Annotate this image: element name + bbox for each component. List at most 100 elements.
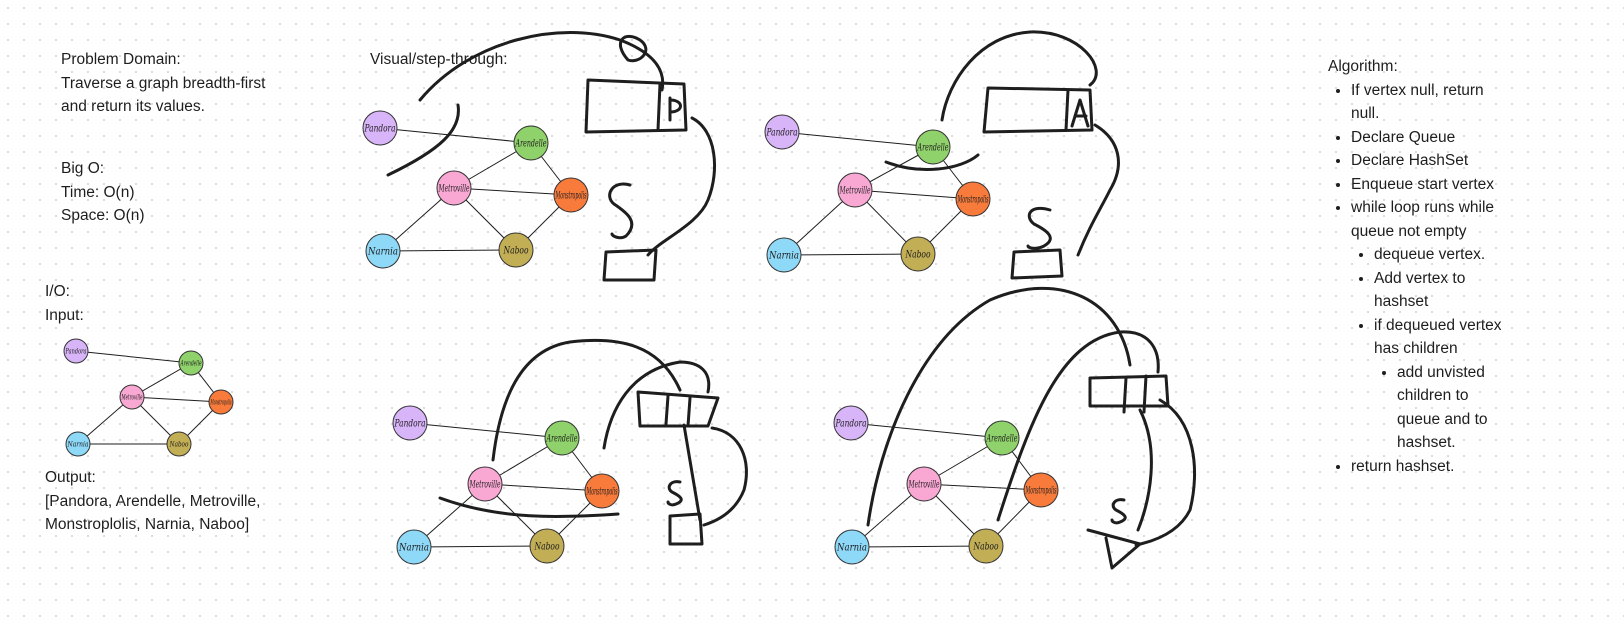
queue-box-stroke <box>982 86 1094 134</box>
algorithm-subsubsteps: add unvisted children to queue and to ha… <box>1374 361 1508 455</box>
output-line-1: [Pandora, Arendelle, Metroville, <box>45 492 261 510</box>
graph-node-label: Monstropolis <box>586 487 617 498</box>
algorithm-substep-text: if dequeued vertex has children <box>1374 316 1502 358</box>
pen-stroke <box>1136 408 1153 532</box>
graph-node-monstropolis <box>584 473 620 509</box>
algorithm-step: Declare Queue <box>1351 126 1508 150</box>
io-note: I/O: Input: <box>45 280 84 327</box>
graph-node-label: Monstropolis <box>1025 486 1056 497</box>
graph-node-metroville <box>906 466 942 502</box>
queue-divider-stroke <box>656 82 662 132</box>
pen-stroke <box>1076 123 1120 257</box>
pen-stroke <box>1134 398 1196 547</box>
graph-node-label: Arendelle <box>180 359 202 368</box>
algorithm-step: If vertex null, return null. <box>1351 79 1508 126</box>
graph-edge <box>923 483 1042 491</box>
graph-node-label: Narnia <box>398 543 429 554</box>
big-o-time: Time: O(n) <box>61 183 135 201</box>
graph-node-naboo <box>498 232 534 268</box>
step-graph-3: PandoraArendelleMetrovilleMonstropolisNa… <box>392 405 620 565</box>
graph-node-arendelle <box>984 420 1020 456</box>
graph-edge <box>413 545 548 548</box>
graph-edge <box>851 545 987 548</box>
graph-node-metroville <box>119 384 145 410</box>
graph-node-metroville <box>436 170 472 206</box>
graph-edge <box>409 422 563 439</box>
graph-edge <box>453 187 572 196</box>
graph-node-label: Metroville <box>469 480 501 491</box>
algorithm-steps: If vertex null, return null. Declare Que… <box>1328 79 1508 479</box>
input-label: Input: <box>45 306 84 324</box>
queue-divider-stroke <box>1122 374 1148 414</box>
graph-node-label: Naboo <box>905 250 931 261</box>
output-line-2: Monstroplolis, Narnia, Naboo] <box>45 516 250 533</box>
graph-node-monstropolis <box>553 177 589 213</box>
visual-step-through-heading: Visual/step-through: <box>370 48 508 72</box>
algorithm-note: Algorithm: If vertex null, return null. … <box>1328 55 1508 478</box>
step-graph-2: PandoraArendelleMetrovilleMonstropolisNa… <box>764 114 991 273</box>
pen-stroke <box>619 34 648 63</box>
graph-edge <box>850 422 1003 439</box>
graph-node-label: Pandora <box>766 128 798 139</box>
graph-node-pandora <box>392 405 428 441</box>
algorithm-step: Enqueue start vertex <box>1351 173 1508 197</box>
graph-node-label: Arendelle <box>515 139 547 150</box>
graph-node-label: Pandora <box>364 124 396 135</box>
pen-stroke <box>682 423 702 522</box>
pen-stroke <box>602 360 711 450</box>
graph-node-label: Metroville <box>121 393 143 402</box>
stack-box-stroke <box>1086 528 1142 570</box>
big-o-note: Big O: Time: O(n) Space: O(n) <box>61 157 145 228</box>
stack-marker-s <box>608 182 634 240</box>
stack-box-stroke <box>1010 248 1064 280</box>
graph-edge <box>854 189 974 200</box>
algorithm-step: while loop runs while queue not empty de… <box>1351 196 1508 455</box>
output-note: Output: [Pandora, Arendelle, Metroville,… <box>45 466 260 537</box>
graph-node-naboo <box>529 528 565 564</box>
pen-stroke <box>940 30 1098 122</box>
graph-node-label: Monstropolis <box>555 191 586 202</box>
problem-domain-note: Problem Domain: Traverse a graph breadth… <box>61 48 265 119</box>
graph-node-narnia <box>365 233 401 269</box>
output-label: Output: <box>45 469 96 486</box>
queue-divider-stroke <box>664 394 692 428</box>
algorithm-heading: Algorithm: <box>1328 58 1398 75</box>
input-graph: PandoraArendelleMetrovilleMonstropolisNa… <box>63 338 234 457</box>
stack-marker-s <box>1026 207 1052 250</box>
algorithm-substep: dequeue vertex. <box>1374 243 1508 267</box>
graph-node-pandora <box>833 405 869 441</box>
graph-node-naboo <box>166 431 192 457</box>
graph-node-arendelle <box>178 350 204 376</box>
graph-edge <box>131 396 222 403</box>
graph-node-narnia <box>834 529 870 565</box>
pen-stroke <box>646 116 716 257</box>
io-heading: I/O: <box>45 283 70 300</box>
graph-node-label: Metroville <box>438 184 470 195</box>
pen-stroke <box>491 338 682 462</box>
graph-node-label: Metroville <box>908 480 940 491</box>
pen-stroke <box>386 103 460 177</box>
graph-node-naboo <box>968 528 1004 564</box>
big-o-space: Space: O(n) <box>61 207 145 224</box>
graph-edge <box>382 249 517 252</box>
graph-node-arendelle <box>513 125 549 161</box>
pen-stroke <box>438 496 620 519</box>
pen-stroke <box>702 426 748 527</box>
stack-marker-s <box>666 480 683 507</box>
queue-marker-a <box>1070 98 1090 128</box>
graph-node-metroville <box>837 172 873 208</box>
graph-node-monstropolis <box>1023 472 1059 508</box>
graph-node-label: Narnia <box>768 251 799 262</box>
queue-box-stroke <box>1088 374 1170 408</box>
graph-node-label: Pandora <box>65 347 87 356</box>
graph-edge <box>75 350 192 364</box>
algorithm-step-text: while loop runs while queue not empty <box>1351 199 1495 240</box>
graph-diagrams: PandoraArendelleMetrovilleMonstropolisNa… <box>63 110 1059 565</box>
graph-node-narnia <box>396 529 432 565</box>
graph-node-pandora <box>764 114 800 150</box>
graph-node-label: Monstropolis <box>210 398 231 407</box>
graph-node-naboo <box>900 236 936 272</box>
graph-node-label: Arendelle <box>986 434 1018 445</box>
pen-stroke <box>884 153 980 171</box>
